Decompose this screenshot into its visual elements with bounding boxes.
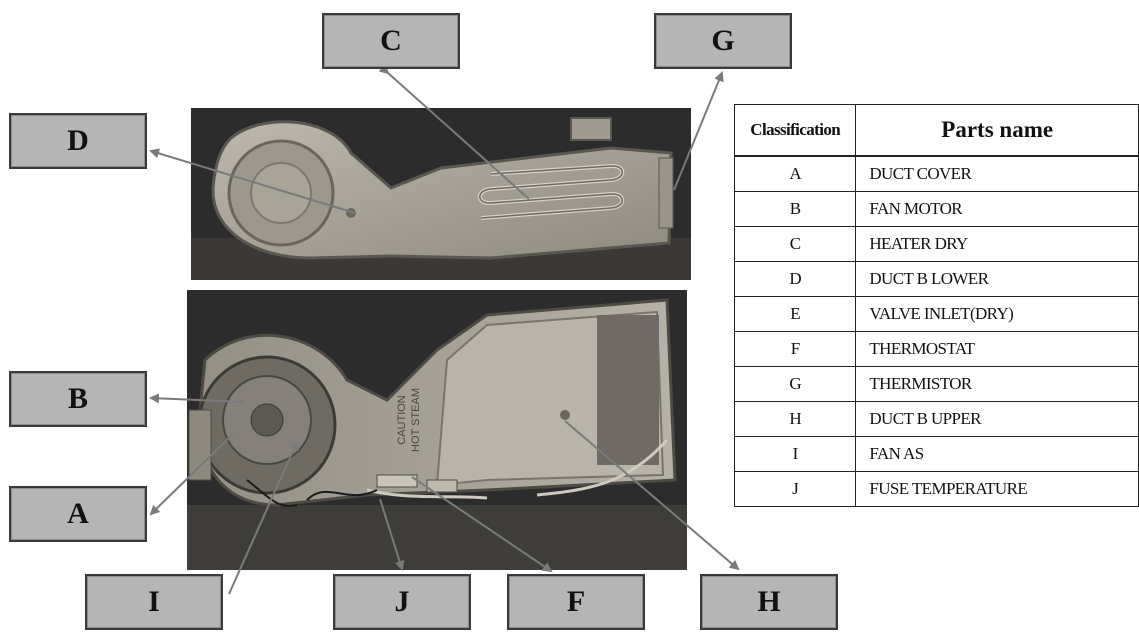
row-parts-name: DUCT COVER [856,156,1139,192]
callout-f: F [507,574,645,630]
header-classification: Classification [735,105,856,157]
table-row: I FAN AS [735,437,1139,472]
row-parts-name: FAN MOTOR [856,192,1139,227]
table-row: F THERMOSTAT [735,332,1139,367]
row-classification: B [735,192,856,227]
callout-j: J [333,574,471,630]
row-classification: C [735,227,856,262]
callout-c: C [322,13,460,69]
table-row: H DUCT B UPPER [735,402,1139,437]
leader-line-d [151,151,355,213]
row-parts-name: DUCT B UPPER [856,402,1139,437]
row-classification: H [735,402,856,437]
leader-line-j [380,499,402,569]
row-parts-name: DUCT B LOWER [856,262,1139,297]
row-classification: G [735,367,856,402]
parts-table: Classification Parts name A DUCT COVER B… [734,104,1139,507]
leader-line-h [565,421,738,569]
leader-line-a [151,434,233,514]
row-classification: A [735,156,856,192]
row-classification: F [735,332,856,367]
table-row: B FAN MOTOR [735,192,1139,227]
row-parts-name: HEATER DRY [856,227,1139,262]
table-row: A DUCT COVER [735,156,1139,192]
row-parts-name: FUSE TEMPERATURE [856,472,1139,507]
table-row: J FUSE TEMPERATURE [735,472,1139,507]
row-parts-name: THERMISTOR [856,367,1139,402]
callout-g: G [654,13,792,69]
leader-line-g [674,73,722,190]
leader-line-b [151,398,244,402]
table-header-row: Classification Parts name [735,105,1139,157]
row-classification: E [735,297,856,332]
table-row: D DUCT B LOWER [735,262,1139,297]
leader-line-c [388,73,529,199]
header-parts-name: Parts name [856,105,1139,157]
callout-h: H [700,574,838,630]
leader-line-f [412,477,551,571]
table-row: G THERMISTOR [735,367,1139,402]
callout-b: B [9,371,147,427]
row-parts-name: FAN AS [856,437,1139,472]
callout-i: I [85,574,223,630]
row-parts-name: THERMOSTAT [856,332,1139,367]
callout-a: A [9,486,147,542]
row-parts-name: VALVE INLET(DRY) [856,297,1139,332]
row-classification: I [735,437,856,472]
table-row: E VALVE INLET(DRY) [735,297,1139,332]
row-classification: D [735,262,856,297]
table-row: C HEATER DRY [735,227,1139,262]
leader-line-i [229,442,297,594]
row-classification: J [735,472,856,507]
callout-d: D [9,113,147,169]
